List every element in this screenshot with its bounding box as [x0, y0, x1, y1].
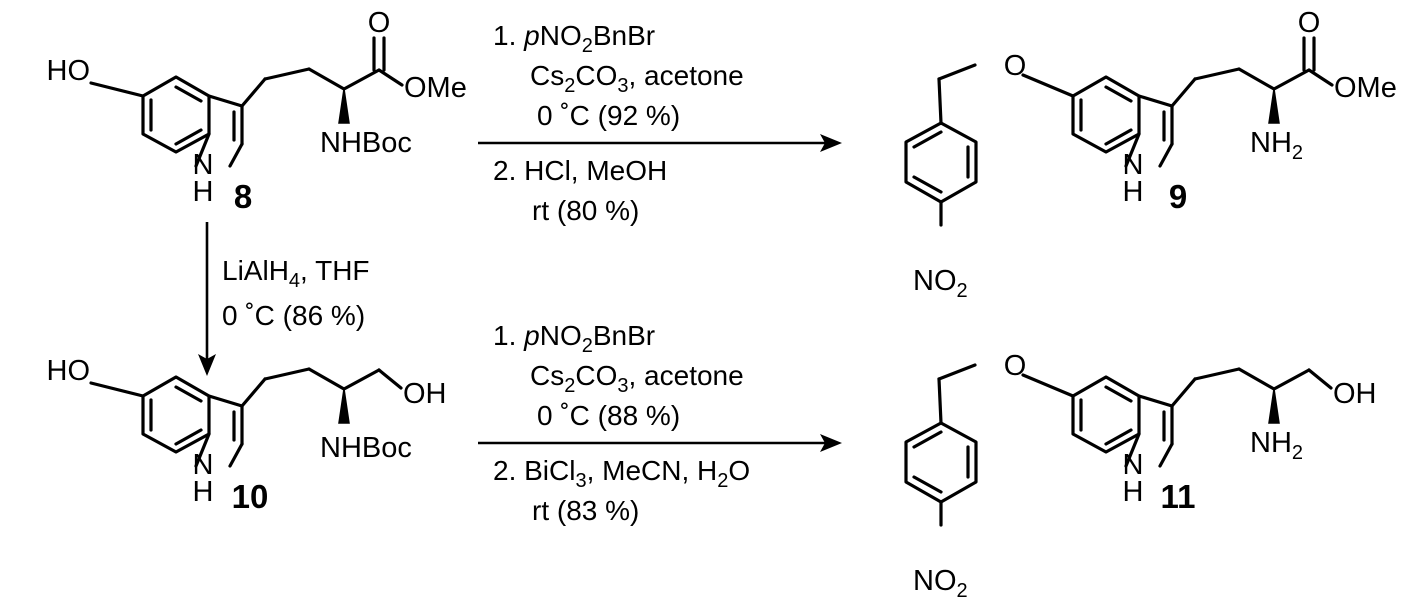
top-reaction-arrow — [478, 134, 842, 152]
ether-oxygen-label: O — [1004, 50, 1027, 82]
reagent-line-5: rt (83 %) — [532, 495, 639, 526]
reagent-line-2: 0 ˚C (86 %) — [222, 300, 365, 331]
reagent-line-2: Cs2CO3, acetone — [530, 360, 744, 397]
hydroxyl-label: HO — [47, 55, 91, 87]
hydroxyl-label: HO — [47, 355, 91, 387]
methoxy-label: OMe — [404, 72, 467, 104]
carbonyl-oxygen-label: O — [1298, 7, 1321, 39]
reagent-line-3: 0 ˚C (92 %) — [537, 100, 680, 131]
indole-n-label: N — [193, 449, 214, 481]
amine-label: NH2 — [1250, 427, 1303, 464]
reagent-line-4: 2. HCl, MeOH — [493, 155, 667, 186]
ether-oxygen-label: O — [1004, 350, 1027, 382]
compound-number: 8 — [234, 178, 252, 215]
nhboc-label: NHBoc — [320, 127, 412, 159]
nitro-label: NO2 — [913, 265, 968, 302]
top-reaction-conditions: 1. pNO2BnBr Cs2CO3, acetone 0 ˚C (92 %) … — [493, 20, 744, 226]
indole-h-label: H — [1123, 476, 1144, 508]
indole-n-label: N — [1123, 149, 1144, 181]
reagent-line-5: rt (80 %) — [532, 195, 639, 226]
alcohol-label: OH — [403, 378, 447, 410]
indole-h-label: H — [193, 476, 214, 508]
compound-number: 11 — [1161, 478, 1196, 515]
alcohol-label: OH — [1333, 378, 1377, 410]
vertical-reaction-arrow — [198, 222, 216, 376]
reagent-line-4: 2. BiCl3, MeCN, H2O — [493, 455, 750, 492]
nhboc-label: NHBoc — [320, 432, 412, 464]
indole-n-label: N — [193, 149, 214, 181]
compound-9: O O OMe NH2 N H 9 NO2 — [904, 7, 1397, 302]
indole-h-label: H — [1123, 176, 1144, 208]
reagent-line-1: 1. pNO2BnBr — [493, 20, 655, 57]
reagent-line-3: 0 ˚C (88 %) — [537, 400, 680, 431]
compound-number: 9 — [1169, 178, 1187, 215]
reagent-line-1: LiAlH4, THF — [222, 255, 370, 292]
reagent-line-1: 1. pNO2BnBr — [493, 320, 655, 357]
carbonyl-oxygen-label: O — [368, 7, 391, 39]
methoxy-label: OMe — [1334, 72, 1397, 104]
nitro-label: NO2 — [913, 565, 968, 602]
vertical-reaction-conditions: LiAlH4, THF 0 ˚C (86 %) — [222, 255, 370, 331]
indole-n-label: N — [1123, 449, 1144, 481]
compound-8: HO O OMe NHBoc N H 8 — [47, 7, 467, 215]
compound-10: HO OH NHBoc N H 10 — [47, 355, 447, 515]
compound-11: O OH NH2 N H 11 NO2 — [904, 350, 1377, 602]
indole-h-label: H — [193, 176, 214, 208]
bottom-reaction-conditions: 1. pNO2BnBr Cs2CO3, acetone 0 ˚C (88 %) … — [493, 320, 750, 526]
bottom-reaction-arrow — [478, 434, 842, 452]
compound-number: 10 — [232, 478, 269, 515]
reagent-line-2: Cs2CO3, acetone — [530, 60, 744, 97]
amine-label: NH2 — [1250, 127, 1303, 164]
